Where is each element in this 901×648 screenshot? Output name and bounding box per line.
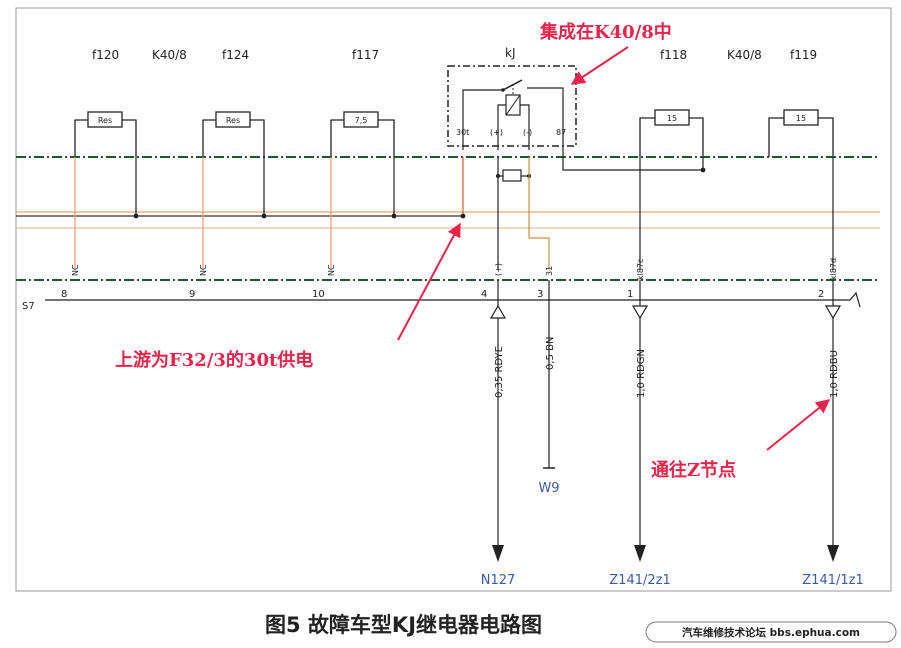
annotation-arrow-upstream	[397, 222, 461, 341]
fuse-f118: 15	[639, 109, 704, 157]
svg-text:kl87c: kl87c	[636, 259, 645, 280]
svg-text:1,0 RDGN: 1,0 RDGN	[636, 349, 647, 398]
svg-text:7,5: 7,5	[355, 116, 368, 125]
fuse-label-f118: f118	[660, 48, 687, 62]
fuse-f120: Res	[74, 111, 137, 157]
svg-text:3: 3	[537, 289, 543, 300]
fuse-label-f117: f117	[352, 48, 379, 62]
fuse-label-f119: f119	[790, 48, 817, 62]
fuse-label-f124: f124	[222, 48, 249, 62]
wire-0-35-rdye: 0,35 RDYE	[489, 280, 507, 562]
fuse-f117: 7,5	[330, 111, 395, 157]
svg-text:9: 9	[189, 289, 195, 300]
nc-lines	[74, 157, 332, 270]
wire-1-0-rdgn: 1,0 RDGN	[631, 280, 649, 562]
connector-s7: S7 8 9 10 4 3 1 2	[22, 289, 861, 312]
figure-caption: 图5 故障车型KJ继电器电路图	[265, 613, 542, 637]
dest-z141-1z1: Z141/1z1	[802, 573, 863, 588]
relay-87-bus	[562, 150, 704, 171]
annotation-integrated: 集成在K40/8中	[539, 21, 672, 43]
svg-text:kl87d: kl87d	[829, 258, 838, 280]
annotation-arrow-to-z	[766, 399, 831, 451]
connector-marks: NC NC NC (+) 31 kl87c kl87d	[71, 258, 838, 280]
diagram-frame	[15, 7, 892, 592]
diode-element	[496, 169, 531, 182]
relay-kj: 30t (+) (-) 87	[447, 65, 577, 150]
supply-taps	[133, 157, 466, 219]
svg-text:NC: NC	[71, 264, 80, 276]
wire-0-5-bn: 0,5 BN	[543, 280, 556, 469]
svg-text:Res: Res	[226, 116, 240, 125]
svg-text:87: 87	[556, 128, 566, 137]
annotation-to-z: 通往Z节点	[651, 459, 736, 481]
svg-text:NC: NC	[199, 264, 208, 276]
svg-text:(-): (-)	[523, 128, 532, 137]
fuse-f124: Res	[202, 111, 265, 157]
svg-text:1: 1	[627, 289, 633, 300]
svg-text:0,5 BN: 0,5 BN	[545, 337, 556, 370]
watermark-box	[645, 621, 897, 643]
relay-label-kj: kJ	[505, 46, 516, 60]
wire-1-0-rdbu: 1,0 RDBU	[824, 280, 842, 562]
svg-text:0,35 RDYE: 0,35 RDYE	[494, 346, 505, 398]
svg-text:(+): (+)	[490, 128, 503, 137]
fuse-label-f120: f120	[92, 48, 119, 62]
svg-text:S7: S7	[22, 301, 35, 312]
svg-text:2: 2	[818, 289, 824, 300]
fuse-f119: 15	[768, 109, 834, 157]
svg-text:(+): (+)	[494, 263, 503, 276]
svg-text:31: 31	[545, 266, 554, 276]
svg-text:10: 10	[312, 289, 325, 300]
svg-text:NC: NC	[327, 264, 336, 276]
annotation-upstream: 上游为F32/3的30t供电	[115, 349, 313, 371]
wire-minus-branch	[528, 157, 550, 270]
svg-text:1,0 RDBU: 1,0 RDBU	[829, 350, 840, 398]
annotation-arrow-integrated	[570, 46, 629, 85]
svg-text:30t: 30t	[456, 128, 469, 137]
module-label-k40-right: K40/8	[727, 48, 762, 62]
dest-n127: N127	[481, 573, 516, 588]
svg-text:4: 4	[481, 289, 487, 300]
dest-w9: W9	[538, 481, 559, 496]
svg-text:Res: Res	[98, 116, 112, 125]
watermark-text: 汽车维修技术论坛 bbs.ephua.com	[682, 626, 860, 639]
svg-text:15: 15	[667, 114, 677, 123]
svg-text:15: 15	[796, 114, 806, 123]
svg-text:8: 8	[61, 289, 67, 300]
module-label-k40-left: K40/8	[152, 48, 187, 62]
dest-z141-2z1: Z141/2z1	[609, 573, 670, 588]
